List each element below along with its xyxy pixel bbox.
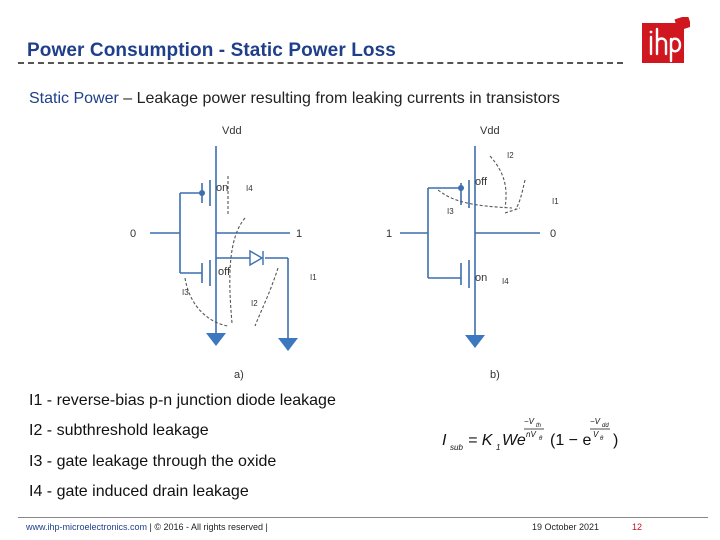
circuit-a-input: 0 <box>130 228 136 240</box>
circuit-b-top-state: off <box>475 176 488 188</box>
cmos-leakage-diagram: Vdd 0 1 on off I4 I1 I2 I3 a) Vdd 1 0 of… <box>130 125 559 381</box>
circuit-a-ground-left <box>206 333 226 346</box>
circuit-a-label-i2: I2 <box>251 299 258 308</box>
circuit-a-pmos-bubble <box>199 190 205 196</box>
formula-exp1-num: −V <box>524 417 535 426</box>
circuit-a-leakage-paths <box>184 176 279 327</box>
formula-exp2-num: −V <box>590 417 601 426</box>
formula-exp1-den-sub: θ <box>539 436 543 442</box>
circuit-a-bottom-state: off <box>218 266 231 278</box>
formula-lhs-sub: sub <box>450 443 463 452</box>
footer-divider <box>18 517 708 518</box>
bullet-i3: I3 - gate leakage through the oxide <box>29 453 277 470</box>
formula-paren-open: (1 − e <box>550 432 591 449</box>
circuit-b-label-i3: I3 <box>447 207 454 216</box>
formula-paren-close: ) <box>613 432 618 449</box>
circuit-b-bottom-state: on <box>475 272 487 284</box>
circuit-a-diode <box>249 249 264 267</box>
footer-website-link[interactable]: www.ihp-microelectronics.com <box>26 522 148 532</box>
bullet-i4: I4 - gate induced drain leakage <box>29 483 249 500</box>
slide-title: Power Consumption - Static Power Loss <box>27 40 396 61</box>
circuit-b-label-i4: I4 <box>502 277 509 286</box>
formula-exp2-num-sub: dd <box>602 423 609 429</box>
formula-exp1-den: nV <box>526 430 536 439</box>
ihp-logo <box>642 17 690 63</box>
circuit-b-pmos-bubble <box>458 185 464 191</box>
title-divider <box>18 62 623 64</box>
subtitle-rest: – Leakage power resulting from leaking c… <box>118 90 560 107</box>
formula-k-sub: 1 <box>496 443 500 452</box>
bullet-i1: I1 - reverse-bias p-n junction diode lea… <box>29 392 336 409</box>
footer-copyright: www.ihp-microelectronics.com | © 2016 - … <box>26 522 268 532</box>
circuit-b-label-i1: I1 <box>552 197 559 206</box>
circuit-b-caption: b) <box>490 369 500 381</box>
circuit-a-top-state: on <box>216 182 228 194</box>
formula-lhs: I <box>442 432 447 449</box>
circuit-a-output: 1 <box>296 228 302 240</box>
formula-exp2-den: V <box>593 430 599 439</box>
subtitle: Static Power – Leakage power resulting f… <box>29 90 560 108</box>
formula-exp1-num-sub: th <box>536 423 542 429</box>
footer-date: 19 October 2021 <box>532 522 600 532</box>
circuit-a-label-i4: I4 <box>246 184 253 193</box>
formula-exp2-den-sub: θ <box>600 436 604 442</box>
logo-square <box>642 23 684 63</box>
bullet-i2: I2 - subthreshold leakage <box>29 422 209 439</box>
circuit-a-ground-right <box>278 338 298 351</box>
formula-equals-k: = K <box>468 432 494 449</box>
logo-flag <box>674 17 690 31</box>
circuit-b-vdd: Vdd <box>480 125 500 137</box>
formula-we: We <box>502 432 526 449</box>
circuit-b <box>400 146 540 335</box>
circuit-a-vdd: Vdd <box>222 125 242 137</box>
circuit-b-leakage-paths <box>437 155 526 214</box>
page-number: 12 <box>632 522 643 532</box>
circuit-a-caption: a) <box>234 369 244 381</box>
circuit-a <box>150 146 290 338</box>
footer-rights: | © 2016 - All rights reserved | <box>147 522 268 532</box>
subtitle-key: Static Power <box>29 90 119 107</box>
circuit-a-label-i1: I1 <box>310 273 317 282</box>
circuit-a-label-i3: I3 <box>182 288 189 297</box>
circuit-b-ground <box>465 335 485 348</box>
subthreshold-formula: I sub = K 1 We −V th nV θ (1 − e −V dd V… <box>442 417 618 452</box>
circuit-b-input: 1 <box>386 228 392 240</box>
circuit-b-output: 0 <box>550 228 556 240</box>
circuit-b-label-i2: I2 <box>507 151 514 160</box>
logo-letters <box>649 27 682 63</box>
